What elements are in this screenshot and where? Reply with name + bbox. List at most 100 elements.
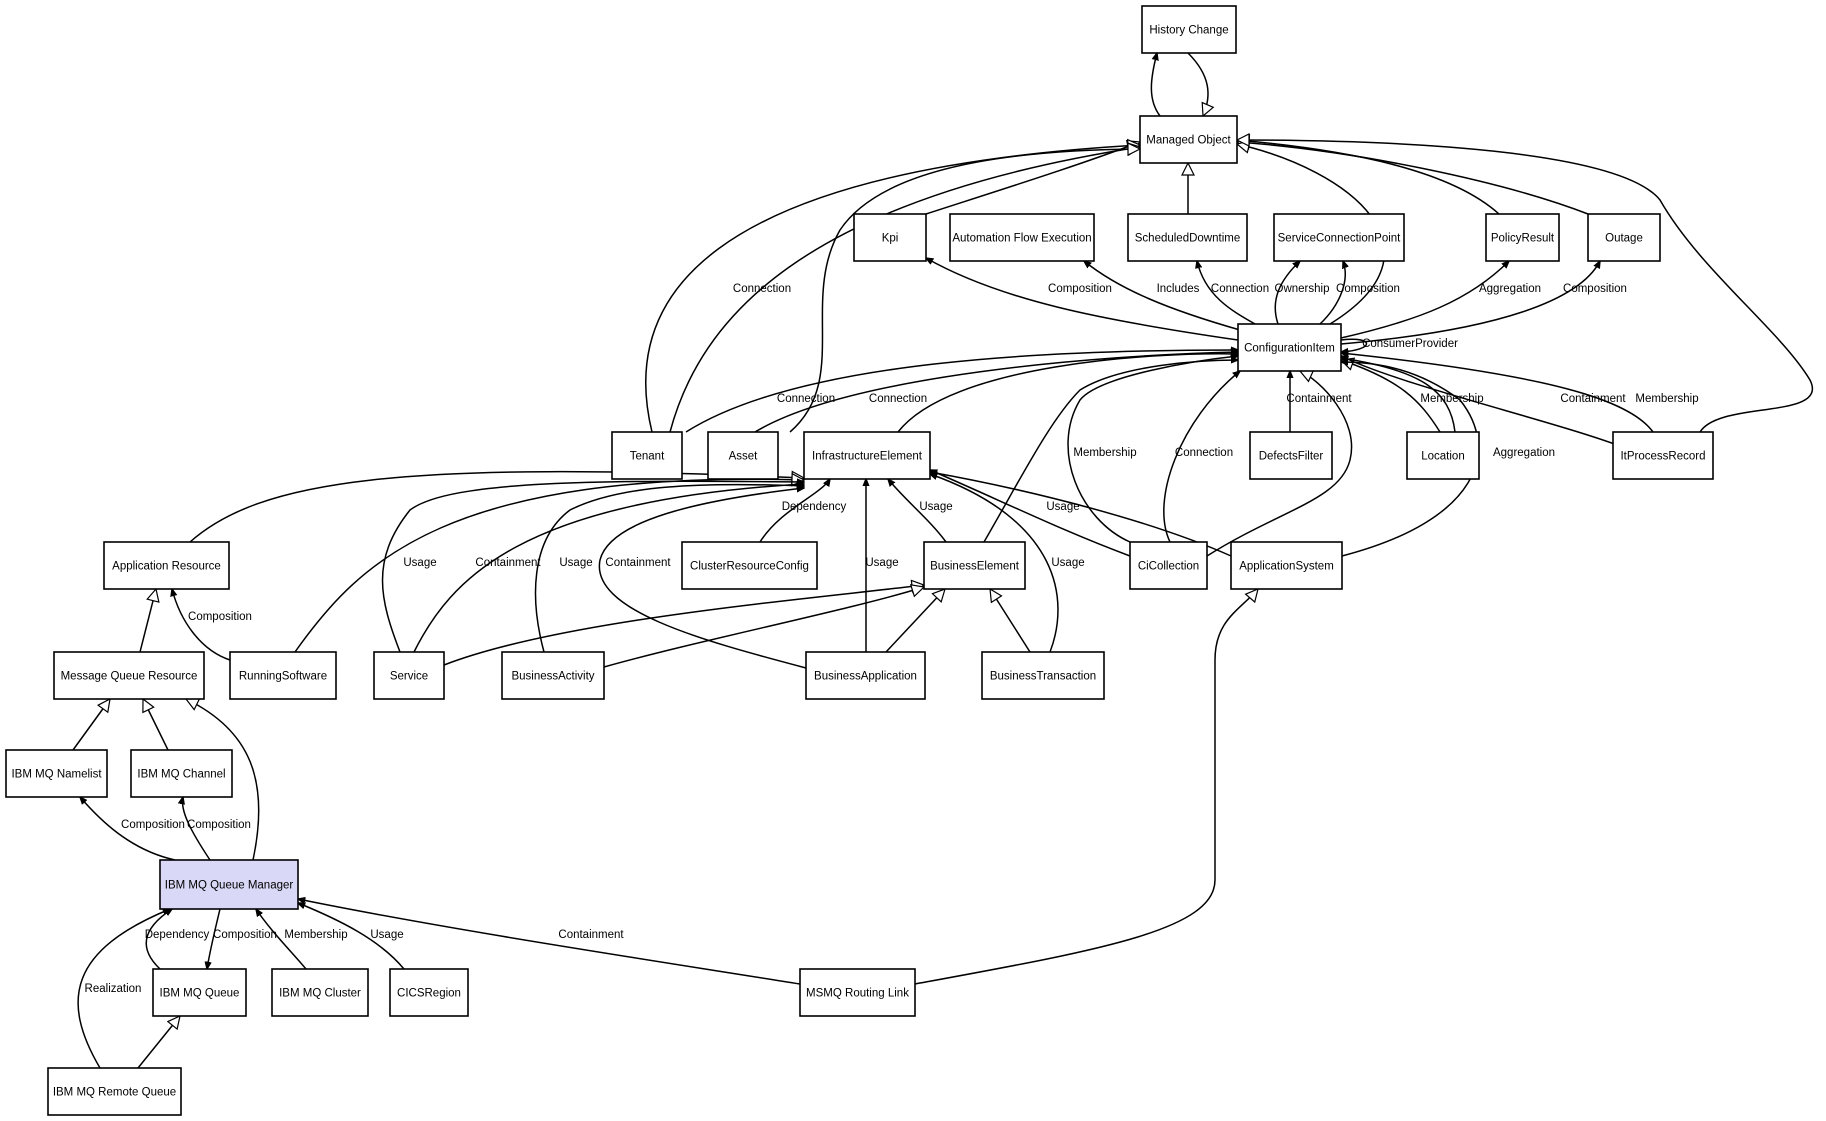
- node-running-software[interactable]: RunningSoftware: [229, 651, 337, 700]
- edge: [926, 258, 1239, 341]
- node-label: IBM MQ Queue: [160, 988, 240, 1000]
- edge: [534, 485, 804, 653]
- edge: [1341, 338, 1368, 352]
- node-service-connection-point[interactable]: ServiceConnectionPoint: [1273, 213, 1405, 262]
- node-kpi[interactable]: Kpi: [853, 213, 927, 262]
- node-infrastructure-element[interactable]: InfrastructureElement: [803, 431, 931, 480]
- node-application-system[interactable]: ApplicationSystem: [1230, 541, 1343, 590]
- node-ibm-mq-remote-queue[interactable]: IBM MQ Remote Queue: [47, 1067, 182, 1116]
- node-cluster-resource-config[interactable]: ClusterResourceConfig: [681, 541, 818, 590]
- edge-path: [789, 149, 1140, 433]
- edge: [256, 909, 307, 970]
- node-box: [103, 541, 230, 590]
- node-business-activity[interactable]: BusinessActivity: [501, 651, 605, 700]
- edge: [1341, 362, 1479, 557]
- edge: [186, 699, 260, 861]
- edge-path: [137, 1016, 180, 1069]
- edge-path: [143, 699, 169, 751]
- node-it-process-record[interactable]: ItProcessRecord: [1612, 431, 1714, 480]
- node-ibm-mq-cluster[interactable]: IBM MQ Cluster: [271, 968, 369, 1017]
- node-tenant[interactable]: Tenant: [611, 431, 683, 480]
- edge: [983, 360, 1238, 543]
- edge: [1340, 261, 1600, 345]
- node-label: InfrastructureElement: [812, 451, 923, 463]
- node-label: ItProcessRecord: [1620, 451, 1705, 463]
- edge: [143, 699, 169, 751]
- node-defects-filter[interactable]: DefectsFilter: [1249, 431, 1333, 480]
- edge-label: Containment: [605, 557, 671, 569]
- node-label: DefectsFilter: [1259, 451, 1324, 463]
- node-box: [1612, 431, 1714, 480]
- node-message-queue-resource[interactable]: Message Queue Resource: [53, 651, 205, 700]
- edge-path: [1341, 360, 1441, 433]
- node-label: Service: [390, 671, 428, 683]
- edge: [72, 699, 110, 751]
- edge-path: [298, 903, 405, 970]
- node-label: ApplicationSystem: [1239, 561, 1334, 573]
- edge-label: Composition: [1563, 283, 1627, 295]
- node-asset[interactable]: Asset: [707, 431, 779, 480]
- node-label: Kpi: [882, 233, 899, 245]
- node-box: [853, 213, 927, 262]
- node-label: ClusterResourceConfig: [690, 561, 809, 573]
- edge-path: [1341, 338, 1368, 352]
- node-scheduled-downtime[interactable]: ScheduledDowntime: [1127, 213, 1248, 262]
- node-box: [1273, 213, 1405, 262]
- node-ibm-mq-queue[interactable]: IBM MQ Queue: [152, 968, 247, 1017]
- node-ci-collection[interactable]: CiCollection: [1129, 541, 1208, 590]
- edge-label: Membership: [1635, 393, 1698, 405]
- node-service[interactable]: Service: [373, 651, 445, 700]
- edge: [897, 354, 1238, 433]
- edge: [1341, 356, 1621, 447]
- edge-label: Usage: [1051, 557, 1084, 569]
- edge-path: [443, 585, 924, 666]
- node-ibm-mq-channel[interactable]: IBM MQ Channel: [130, 749, 233, 798]
- node-automation-flow[interactable]: Automation Flow Execution: [949, 213, 1095, 262]
- node-label: BusinessTransaction: [990, 671, 1096, 683]
- edge-path: [1187, 52, 1208, 116]
- edge-label: Connection: [1175, 447, 1233, 459]
- edge: [789, 149, 1140, 433]
- node-ibm-mq-namelist[interactable]: IBM MQ Namelist: [5, 749, 108, 798]
- node-managed-object[interactable]: Managed Object: [1139, 115, 1238, 164]
- edge-label: Containment: [558, 929, 624, 941]
- node-label: IBM MQ Remote Queue: [53, 1087, 176, 1099]
- node-outage[interactable]: Outage: [1587, 213, 1661, 262]
- node-msmq-routing-link[interactable]: MSMQ Routing Link: [799, 968, 916, 1017]
- edge: [759, 479, 830, 543]
- edge-label: Membership: [284, 929, 347, 941]
- edge-path: [669, 147, 1140, 433]
- node-label: PolicyResult: [1491, 233, 1555, 245]
- node-ibm-mq-queue-manager[interactable]: IBM MQ Queue Manager: [159, 859, 299, 910]
- edge-path: [72, 699, 110, 751]
- node-box: [53, 651, 205, 700]
- edge-label: Composition: [188, 611, 252, 623]
- node-label: Location: [1421, 451, 1464, 463]
- node-location[interactable]: Location: [1406, 431, 1480, 480]
- node-box: [805, 651, 926, 700]
- edge-path: [926, 258, 1239, 341]
- edge: [413, 484, 804, 653]
- node-box: [47, 1067, 182, 1116]
- edge: [443, 585, 924, 666]
- node-history-change[interactable]: History Change: [1141, 5, 1237, 54]
- edge-path: [930, 470, 1131, 557]
- edge: [1319, 261, 1345, 325]
- node-cics-region[interactable]: CICSRegion: [389, 968, 469, 1017]
- node-application-resource[interactable]: Application Resource: [103, 541, 230, 590]
- node-label: BusinessApplication: [814, 671, 917, 683]
- edge: [754, 352, 1238, 433]
- node-business-element[interactable]: BusinessElement: [923, 541, 1026, 590]
- node-box: [1237, 323, 1342, 372]
- node-label: ScheduledDowntime: [1135, 233, 1240, 245]
- node-box: [389, 968, 469, 1017]
- node-box: [803, 431, 931, 480]
- node-policy-result[interactable]: PolicyResult: [1485, 213, 1560, 262]
- node-business-application[interactable]: BusinessApplication: [805, 651, 926, 700]
- node-configuration-item[interactable]: ConfigurationItem: [1237, 323, 1342, 372]
- node-label: CICSRegion: [397, 988, 461, 1000]
- edge: [1237, 140, 1500, 215]
- node-business-transaction[interactable]: BusinessTransaction: [981, 651, 1105, 700]
